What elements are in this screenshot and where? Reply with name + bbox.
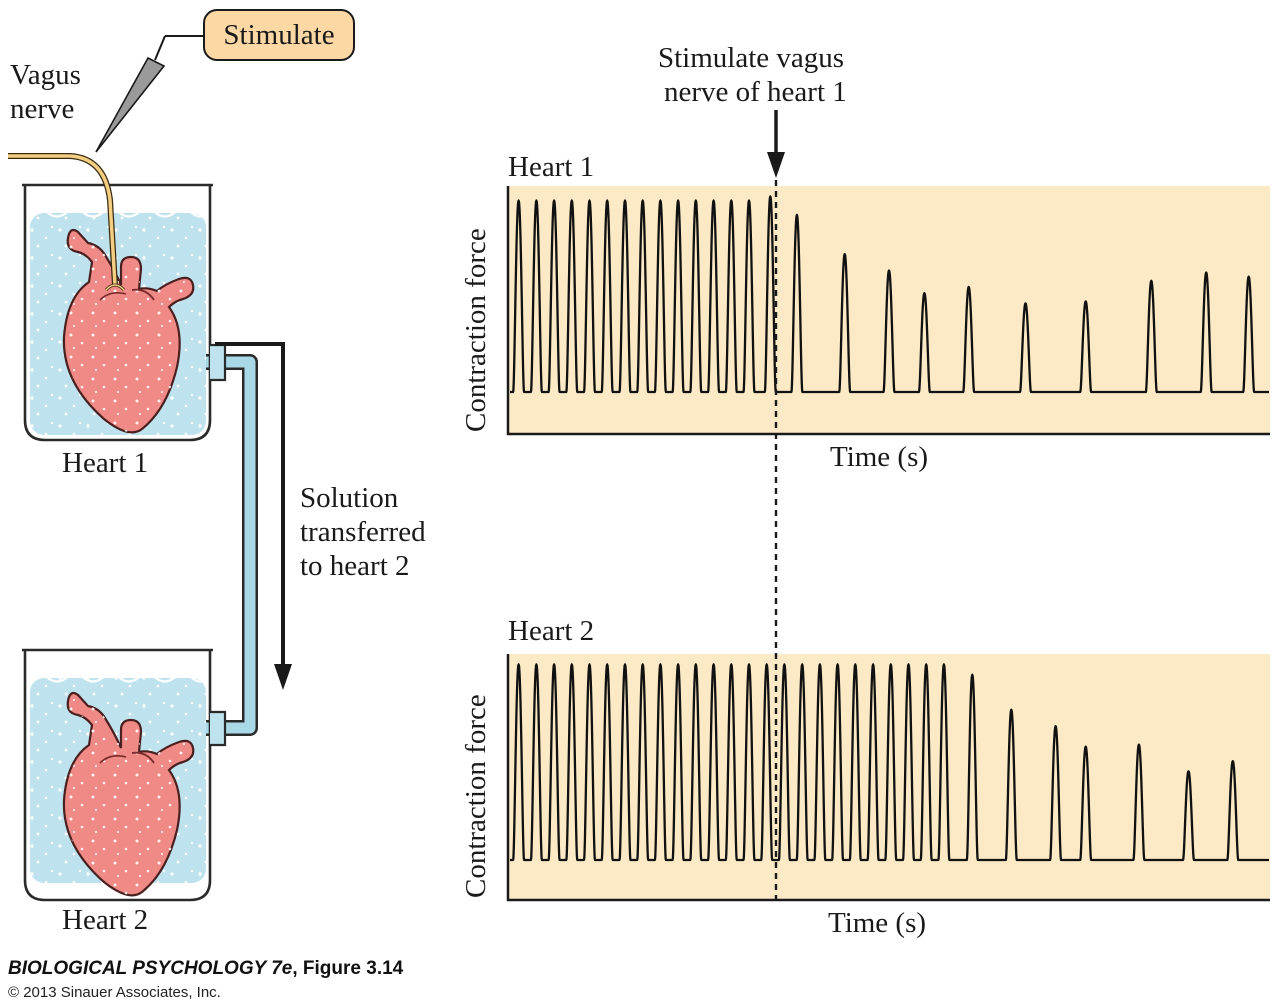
figure-caption: BIOLOGICAL PSYCHOLOGY 7e, Figure 3.14 <box>8 958 403 980</box>
transfer-tube <box>205 354 258 736</box>
stimulus-annotation-line2: nerve of heart 1 <box>664 76 847 108</box>
beaker-2-label: Heart 2 <box>62 904 149 936</box>
vagus-nerve-label-line1: Vagus <box>10 59 81 91</box>
chart-2-axes <box>506 654 1270 902</box>
caption-book-title: BIOLOGICAL PSYCHOLOGY 7e <box>8 958 293 979</box>
chart-1-xlabel: Time (s) <box>830 441 929 473</box>
chart-2-ylabel: Contraction force <box>460 694 492 898</box>
chart-2-trace <box>510 663 1269 862</box>
chart-1-title: Heart 1 <box>508 151 595 183</box>
stimulate-button[interactable]: Stimulate <box>203 9 355 61</box>
stimulus-marker <box>767 110 785 904</box>
chart-2-title: Heart 2 <box>508 615 595 647</box>
apparatus <box>8 35 292 902</box>
beaker-heart-1 <box>22 183 227 442</box>
chart-heart-1 <box>506 186 1270 436</box>
chart-1-ylabel: Contraction force <box>460 228 492 432</box>
chart-heart-2 <box>506 654 1270 902</box>
solution-label-line1: Solution <box>300 482 399 514</box>
vagus-nerve <box>8 153 126 292</box>
copyright-notice: © 2013 Sinauer Associates, Inc. <box>8 984 221 1001</box>
beaker-heart-2 <box>22 648 227 902</box>
beaker-1-label: Heart 1 <box>62 447 149 479</box>
stimulus-annotation-line1: Stimulate vagus <box>658 42 845 74</box>
chart-2-xlabel: Time (s) <box>828 907 927 939</box>
chart-1-trace <box>510 195 1269 394</box>
heart-2-illustration <box>62 691 195 897</box>
solution-label-line2: transferred <box>300 516 426 548</box>
solution-label-line3: to heart 2 <box>300 550 410 582</box>
heart-1-illustration <box>62 228 195 434</box>
transfer-arrow <box>215 342 292 690</box>
caption-figure-number: , Figure 3.14 <box>292 958 404 979</box>
stimulating-electrode <box>95 35 203 153</box>
vagus-nerve-label-line2: nerve <box>10 93 75 125</box>
chart-1-axes <box>506 186 1270 436</box>
